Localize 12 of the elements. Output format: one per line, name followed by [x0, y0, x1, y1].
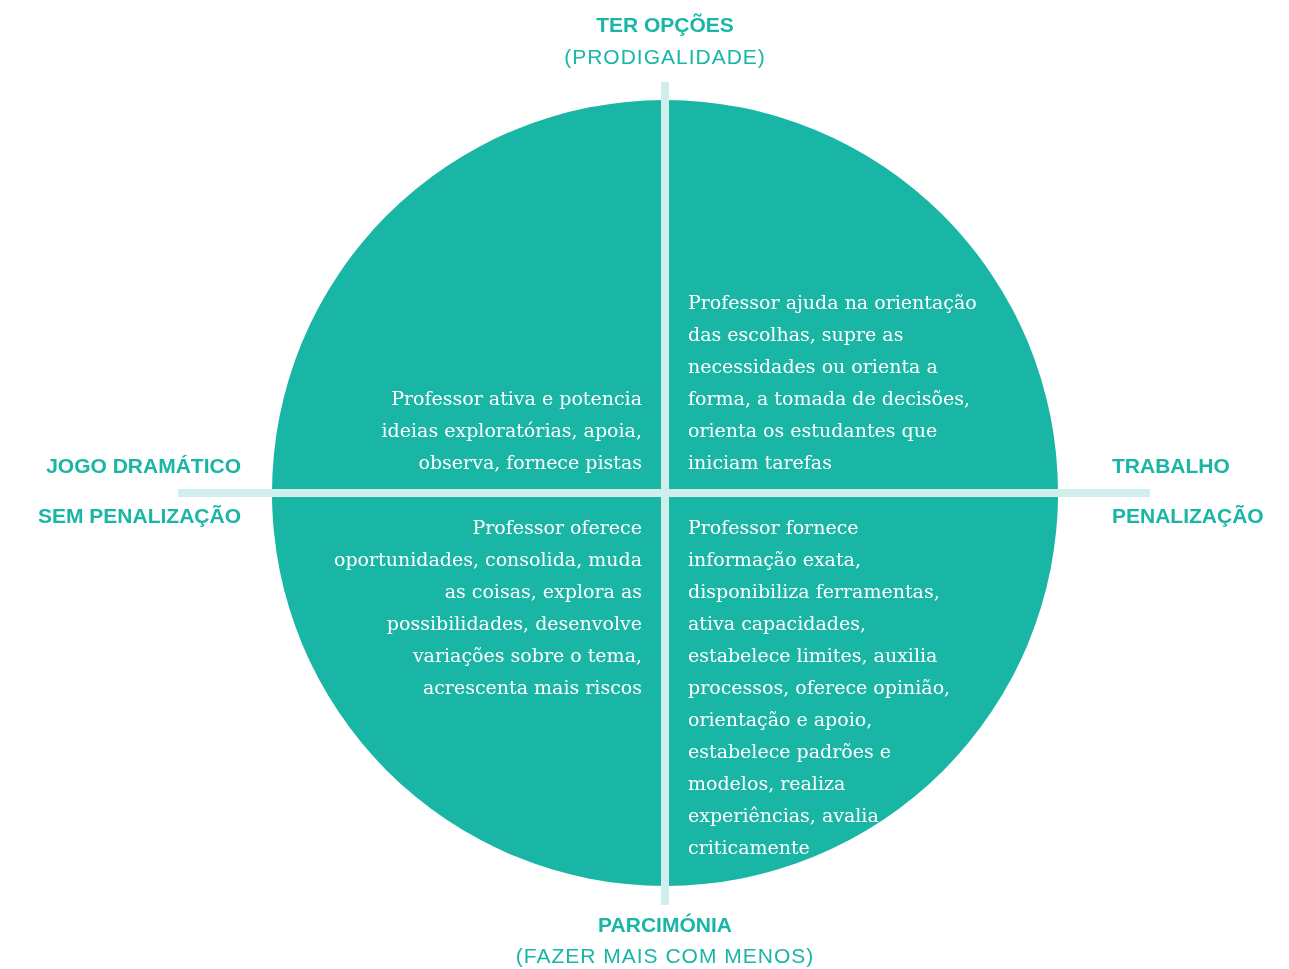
axis-label: PENALIZAÇÃO — [1112, 504, 1264, 528]
axis-label: TRABALHO — [1112, 454, 1230, 478]
quadrant-text: Professor oferece oportunidades, consolida, muda as coisas, explora as possibilidades, desenvolve variações sobre o tema, acrescenta mais riscos — [332, 511, 642, 703]
quadrant-text: Professor ajuda na orientação das escolhas, supre as necessidades ou orienta a forma, a tomada de decisões, orienta os estudantes que iniciam tarefas — [688, 286, 1006, 478]
axis-label: JOGO DRAMÁTICO — [46, 454, 241, 478]
axis-label: SEM PENALIZAÇÃO — [38, 504, 241, 528]
quadrant-text: Professor fornece informação exata, disponibiliza ferramentas, ativa capacidades, estabelece limites, auxilia processos, oferece opinião, orientação e apoio, estabelece padrões e modelos, realiza experiências, avalia criticamente — [688, 511, 963, 863]
quadrant-text: Professor ativa e potencia ideias exploratórias, apoia, observa, fornece pistas — [332, 382, 642, 478]
axis-title: PARCIMÓNIA — [598, 913, 732, 937]
axis-subtitle: (PRODIGALIDADE) — [564, 45, 766, 69]
axis-title: TER OPÇÕES — [596, 13, 734, 37]
axis-subtitle: (FAZER MAIS COM MENOS) — [515, 944, 815, 968]
